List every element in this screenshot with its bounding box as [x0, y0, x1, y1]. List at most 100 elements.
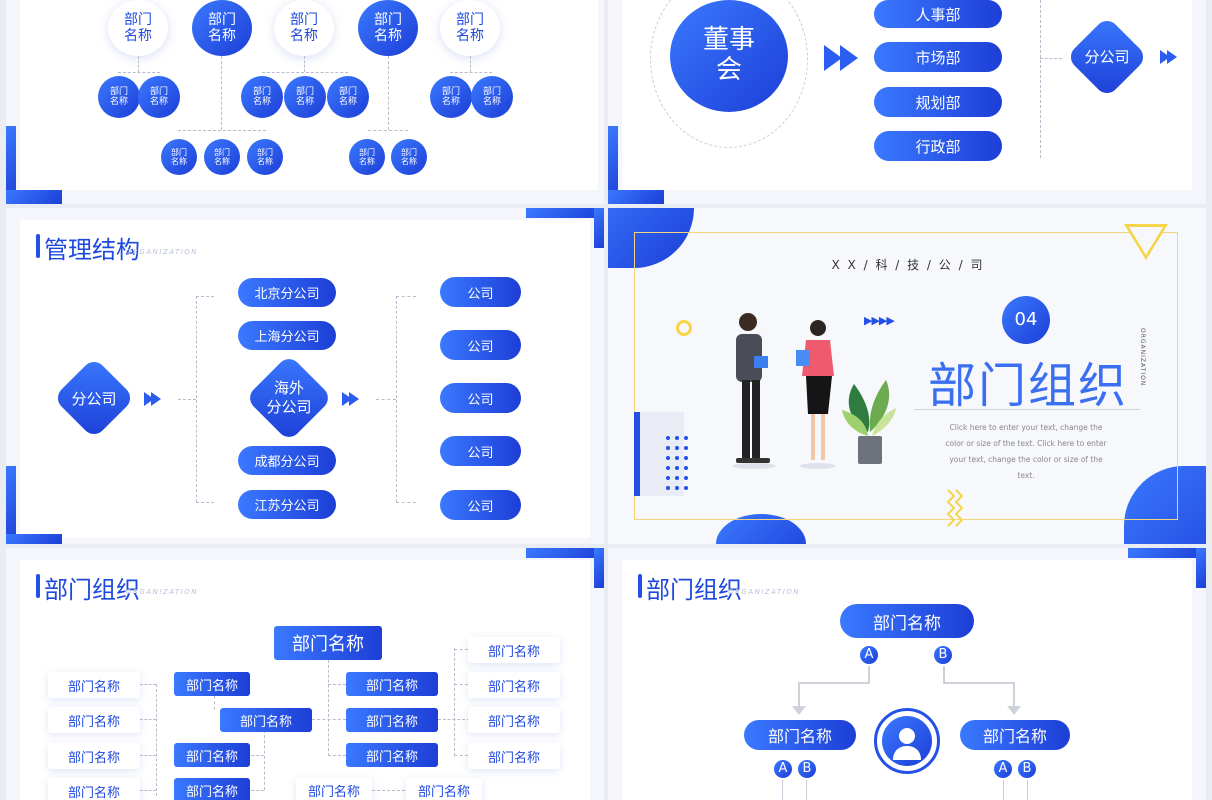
arrow-icon [1167, 50, 1177, 64]
dept-box[interactable]: 部门名称 [48, 743, 140, 769]
slide-title: 管理结构 [44, 236, 140, 264]
sub-dept-node[interactable]: 部门 名称 [349, 139, 385, 175]
arrow-icon [349, 392, 359, 406]
dept-node[interactable]: 部门 名称 [192, 0, 252, 56]
board-node[interactable]: 董事 会 [670, 0, 788, 112]
badge-b: B [932, 644, 954, 666]
connector [196, 296, 214, 297]
branch-pill[interactable]: 北京分公司 [238, 278, 336, 307]
slide-dept-org-rect[interactable]: 部门组织 ORGANIZATION 部门名称 部门名称 部门名称 部门名称 部门… [6, 548, 604, 800]
dot-grid-bar [634, 412, 640, 496]
dept-box[interactable]: 部门名称 [174, 743, 250, 767]
arrow-icon [342, 392, 352, 406]
corner-decoration [526, 548, 604, 558]
sub-dept-node[interactable]: 部门 名称 [98, 76, 140, 118]
connector [178, 130, 266, 131]
sub-dept-node[interactable]: 部门 名称 [204, 139, 240, 175]
connector [372, 790, 410, 791]
sub-dept-node[interactable]: 部门 名称 [241, 76, 283, 118]
dept-box[interactable]: 部门名称 [48, 778, 140, 800]
arrow-icon [151, 392, 161, 406]
dept-pill[interactable]: 规划部 [874, 87, 1002, 117]
connector [304, 56, 305, 72]
dept-box[interactable]: 部门名称 [174, 672, 250, 696]
dept-box[interactable]: 部门名称 [468, 637, 560, 663]
badge-a: A [772, 758, 794, 780]
connector [388, 56, 389, 130]
dept-box[interactable]: 部门名称 [48, 707, 140, 733]
root-dept[interactable]: 部门名称 [274, 626, 382, 660]
connector [242, 790, 264, 791]
company-pill[interactable]: 公司 [440, 330, 521, 360]
corner-decoration [594, 548, 604, 588]
connector [1040, 0, 1041, 158]
company-pill[interactable]: 公司 [440, 383, 521, 413]
connector [1040, 58, 1062, 59]
root-dept-pill[interactable]: 部门名称 [840, 604, 974, 638]
dept-pill[interactable]: 行政部 [874, 131, 1002, 161]
heading-underline [914, 409, 1140, 410]
dept-box[interactable]: 部门名称 [296, 778, 372, 800]
company-pill[interactable]: 公司 [440, 490, 521, 520]
dept-box[interactable]: 部门名称 [468, 743, 560, 769]
sub-dept-node[interactable]: 部门 名称 [138, 76, 180, 118]
connector [454, 755, 468, 756]
dept-box[interactable]: 部门名称 [406, 778, 482, 800]
branch-pill[interactable]: 江苏分公司 [238, 490, 336, 519]
dept-box[interactable]: 部门名称 [346, 743, 438, 767]
branch-pill[interactable]: 上海分公司 [238, 321, 336, 350]
dept-node[interactable]: 部门 名称 [274, 0, 334, 56]
connector [798, 682, 800, 708]
dept-pill[interactable]: 市场部 [874, 42, 1002, 72]
connector [140, 684, 156, 685]
connector [138, 56, 139, 72]
slide-title: 部门组织 [646, 576, 742, 604]
connector [454, 684, 468, 685]
slide-section-cover[interactable]: X X / 科 / 技 / 公 / 司 ORGANIZATION [608, 208, 1206, 544]
company-pill[interactable]: 公司 [440, 436, 521, 466]
dept-node[interactable]: 部门 名称 [108, 0, 168, 56]
dept-box[interactable]: 部门名称 [48, 672, 140, 698]
sub-dept-node[interactable]: 部门 名称 [471, 76, 513, 118]
branch-pill[interactable]: 成都分公司 [238, 446, 336, 475]
arrow-icon [840, 45, 858, 71]
connector [438, 719, 470, 720]
avatar [882, 716, 932, 766]
slide-org-circles[interactable]: 部门 名称 部门 名称 部门 名称 部门 名称 部门 名称 部门 名称 部门 名… [6, 0, 604, 204]
left-dept-pill[interactable]: 部门名称 [744, 720, 856, 750]
right-dept-pill[interactable]: 部门名称 [960, 720, 1070, 750]
sub-dept-node[interactable]: 部门 名称 [327, 76, 369, 118]
connector [806, 780, 807, 800]
section-description: Click here to enter your text, change th… [945, 423, 1107, 480]
slide-board[interactable]: 董事 会 人事部 市场部 规划部 行政部 分公司 [608, 0, 1206, 204]
slide-dept-org-ab[interactable]: 部门组织 ORGANIZATION 部门名称 A B 部门名称 部门名称 A B… [608, 548, 1206, 800]
dept-box[interactable]: 部门名称 [346, 672, 438, 696]
slide-management[interactable]: 管理结构 ORGANIZATION 分公司 北京分公司 上海分公司 海外 分公司… [6, 208, 604, 544]
connector [264, 730, 265, 790]
corner-decoration [1128, 548, 1206, 558]
dept-box[interactable]: 部门名称 [468, 707, 560, 733]
company-pill[interactable]: 公司 [440, 277, 521, 307]
sub-dept-node[interactable]: 部门 名称 [247, 139, 283, 175]
dept-box[interactable]: 部门名称 [174, 778, 250, 800]
frame [634, 232, 1178, 520]
connector [368, 130, 408, 131]
dept-node[interactable]: 部门 名称 [358, 0, 418, 56]
connector [214, 696, 215, 710]
badge-a: A [992, 758, 1014, 780]
corner-decoration [594, 208, 604, 248]
dept-node[interactable]: 部门 名称 [440, 0, 500, 56]
connector [396, 502, 416, 503]
connector [196, 502, 214, 503]
dept-box[interactable]: 部门名称 [220, 708, 312, 732]
corner-decoration [6, 466, 16, 544]
badge-b: B [1016, 758, 1038, 780]
sub-dept-node[interactable]: 部门 名称 [284, 76, 326, 118]
dept-pill[interactable]: 人事部 [874, 0, 1002, 28]
dept-box[interactable]: 部门名称 [468, 672, 560, 698]
sub-dept-node[interactable]: 部门 名称 [430, 76, 472, 118]
sub-dept-node[interactable]: 部门 名称 [391, 139, 427, 175]
dept-box[interactable]: 部门名称 [346, 708, 438, 732]
sub-dept-node[interactable]: 部门 名称 [161, 139, 197, 175]
slide-subtitle: ORGANIZATION [126, 248, 199, 256]
